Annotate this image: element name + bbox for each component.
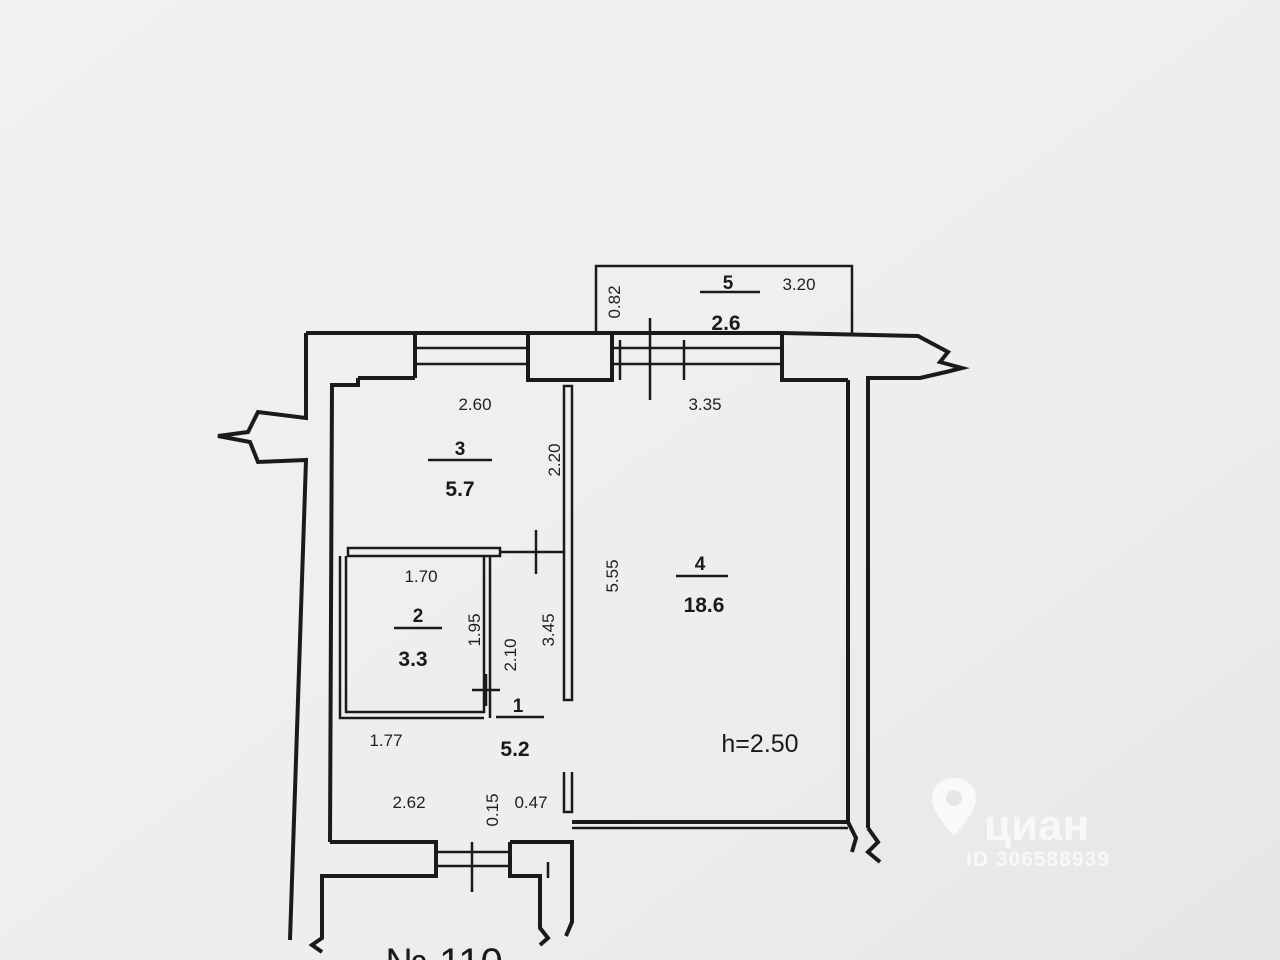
dimension-labels: 3.20 0.82 2.60 3.35 2.20 5.55 1.70 1.95 … xyxy=(369,275,815,827)
dim-entry-door: 0.47 xyxy=(514,793,547,812)
dim-entry-width: 2.62 xyxy=(392,793,425,812)
watermark-brand: циан xyxy=(984,801,1089,850)
room-3-number: 3 xyxy=(455,439,466,460)
map-pin-icon xyxy=(932,778,976,836)
room-1-number: 1 xyxy=(513,696,524,717)
room-4-number: 4 xyxy=(695,554,706,575)
room-5-number: 5 xyxy=(723,273,734,294)
ceiling-height: h=2.50 xyxy=(721,730,798,758)
dim-hall-depth-a: 2.10 xyxy=(501,638,520,671)
outer-walls xyxy=(217,318,970,941)
balcony xyxy=(594,264,854,333)
room-1-area: 5.2 xyxy=(500,738,529,761)
partitions xyxy=(338,384,848,830)
dim-room2-depth: 1.95 xyxy=(465,613,484,646)
dim-balcony-width: 3.20 xyxy=(782,275,815,294)
dim-room4-depth: 5.55 xyxy=(603,559,622,592)
room-4-area: 18.6 xyxy=(684,594,725,617)
bottom-walls xyxy=(308,840,574,954)
room-labels: 5 2.6 3 5.7 4 18.6 2 3.3 1 5.2 h=2.50 xyxy=(394,273,799,761)
dim-room4-width: 3.35 xyxy=(688,395,721,414)
dim-balcony-depth: 0.82 xyxy=(605,285,624,318)
room-3-area: 5.7 xyxy=(445,478,474,501)
dim-room3-depth: 2.20 xyxy=(545,443,564,476)
room-5-area: 2.6 xyxy=(711,312,740,335)
dim-hall-depth-b: 3.45 xyxy=(539,613,558,646)
dim-entry-offset: 0.15 xyxy=(483,793,502,826)
bottom-label: № 110 xyxy=(385,941,503,960)
dim-room2-width: 1.70 xyxy=(404,567,437,586)
dim-hall-width: 1.77 xyxy=(369,731,402,750)
room-2-area: 3.3 xyxy=(398,648,427,671)
watermark-id: ID 306588939 xyxy=(966,848,1110,871)
room-2-number: 2 xyxy=(413,606,424,627)
dim-room3-width: 2.60 xyxy=(458,395,491,414)
watermark: циан ID 306588939 xyxy=(932,778,1110,871)
